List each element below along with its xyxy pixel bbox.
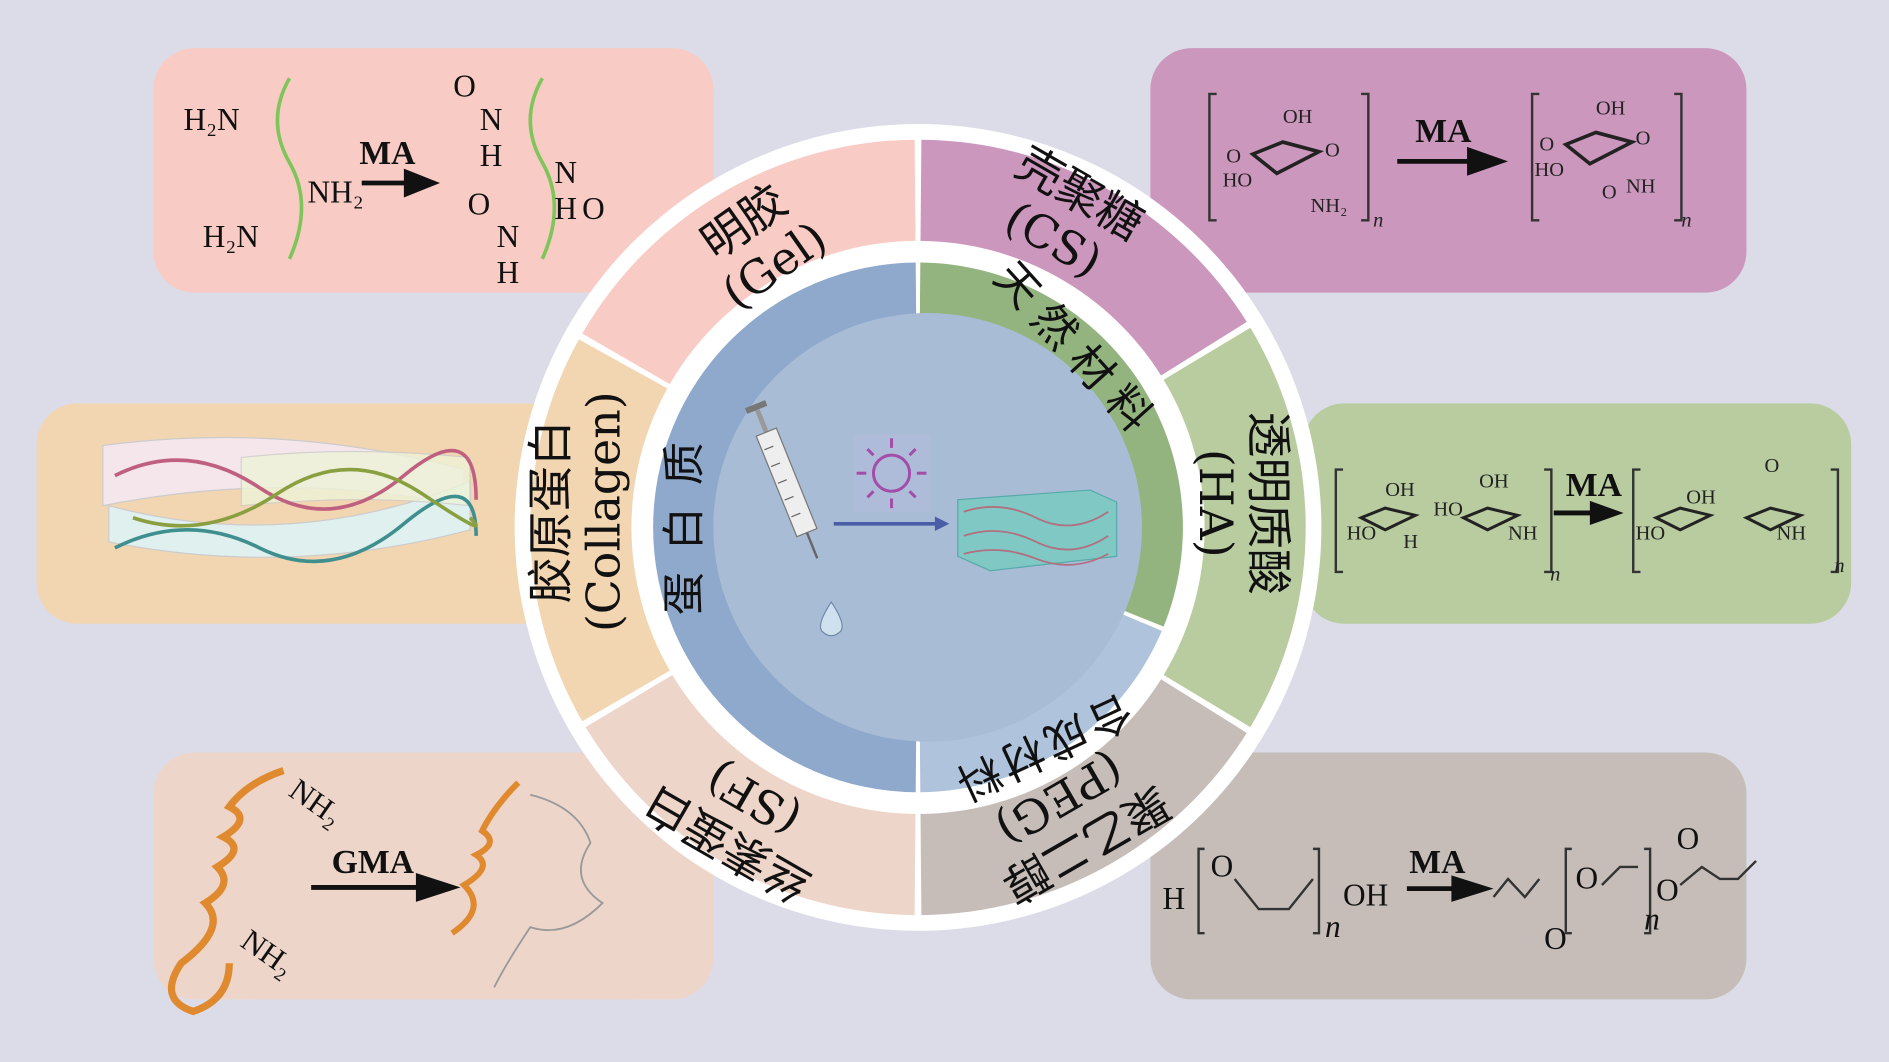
cs-reagent: MA	[1415, 113, 1472, 150]
gel-label: H	[554, 191, 577, 226]
arrow-icon	[1406, 875, 1494, 902]
ha-label: OH	[1479, 471, 1509, 493]
ha-reagent: MA	[1566, 467, 1623, 504]
ha-label: HO	[1347, 522, 1377, 544]
gel-label: NH₂	[308, 174, 364, 209]
inner-label-protein: 蛋白质	[660, 420, 710, 615]
cs-label: OH	[1283, 106, 1313, 128]
segment-label-collagen: 胶原蛋白 (Collagen)	[524, 391, 630, 632]
panel-collagen	[36, 403, 567, 624]
cs-label: NH₂	[1311, 195, 1348, 217]
peg-label: O	[1544, 921, 1567, 956]
cs-label: O	[1602, 182, 1617, 204]
peg-label: O	[1656, 873, 1679, 908]
core-disc	[713, 313, 1142, 742]
cs-label: HO	[1535, 159, 1565, 181]
droplet-icon	[819, 600, 843, 637]
collagen-abbr: (Collagen)	[577, 391, 630, 632]
panel-cs: OH O O HO NH₂ n MA OH O O HO NH O n	[1150, 48, 1747, 293]
gel-label: O	[453, 68, 476, 103]
outer-segment-peg	[920, 679, 1247, 916]
panel-sf: NH₂ NH₂ GMA	[153, 752, 714, 1016]
peg-reagent: MA	[1409, 844, 1466, 881]
arrow-icon	[1553, 500, 1624, 525]
wheel	[514, 124, 1322, 931]
cs-label: O	[1226, 146, 1241, 168]
ha-label: NH	[1508, 522, 1538, 544]
arrow-icon	[311, 872, 461, 902]
ha-abbr: (HA)	[1189, 449, 1242, 558]
panel-ha: HO OH H HO OH NH n MA HO OH NH O n	[1303, 403, 1852, 624]
cs-label: O	[1636, 127, 1651, 149]
arrow-icon	[833, 516, 950, 531]
protein-helix-icon	[167, 767, 604, 1016]
ha-label: OH	[1686, 486, 1716, 508]
peg-label: n	[1644, 902, 1660, 937]
gel-label: N	[554, 155, 577, 190]
cs-label: HO	[1223, 170, 1253, 192]
outer-segment-gel	[582, 139, 916, 385]
gel-label: H₂N	[203, 219, 259, 254]
outer-segment-ha	[1163, 327, 1306, 728]
gel-label: N	[480, 102, 503, 137]
peg-label: O	[1677, 821, 1700, 856]
cs-label: n	[1681, 209, 1691, 231]
peg-label: O	[1575, 861, 1598, 896]
arrow-icon	[1397, 146, 1509, 176]
outer-segment-sf	[585, 674, 916, 916]
cs-label: OH	[1596, 97, 1626, 119]
light-icon	[852, 434, 931, 512]
gel-reagent: MA	[359, 135, 416, 172]
collagen-name: 胶原蛋白	[524, 420, 577, 603]
hydrogel-icon	[957, 489, 1118, 572]
gel-label: H₂N	[184, 102, 240, 137]
arrow-icon	[361, 168, 440, 198]
cs-label: O	[1539, 134, 1554, 156]
ha-label: OH	[1385, 479, 1415, 501]
peg-label: OH	[1343, 877, 1388, 912]
panel-peg: H O OH n MA O O O n O	[1150, 752, 1757, 1000]
ha-label: NH	[1777, 522, 1807, 544]
outer-segment-collagen	[530, 339, 670, 722]
panel-gel: H₂N NH₂ H₂N MA O N H N H O O N H	[153, 48, 714, 293]
segment-label-ha: 透明质酸 (HA)	[1189, 412, 1295, 595]
sf-reagent: GMA	[332, 844, 415, 881]
peg-label: O	[1211, 849, 1234, 884]
gel-label: H	[497, 255, 520, 290]
ha-label: n	[1550, 563, 1560, 585]
ha-label: n	[1834, 555, 1844, 577]
ha-label: HO	[1636, 522, 1666, 544]
cs-label: NH	[1626, 176, 1656, 198]
cs-label: O	[1325, 140, 1340, 162]
cs-label: n	[1373, 209, 1383, 231]
gel-label: H	[480, 138, 503, 173]
collagen-triple-helix-icon	[102, 436, 478, 564]
ha-label: O	[1764, 455, 1779, 477]
ha-name: 透明质酸	[1242, 412, 1295, 595]
gel-label: N	[497, 219, 520, 254]
ha-label: HO	[1433, 498, 1463, 520]
gel-label: O	[468, 186, 491, 221]
outer-segment-cs	[920, 139, 1247, 376]
syringe-icon	[744, 400, 819, 559]
ha-label: H	[1403, 531, 1418, 553]
peg-label: n	[1325, 909, 1341, 944]
gel-label: O	[582, 191, 605, 226]
peg-label: H	[1162, 881, 1185, 916]
